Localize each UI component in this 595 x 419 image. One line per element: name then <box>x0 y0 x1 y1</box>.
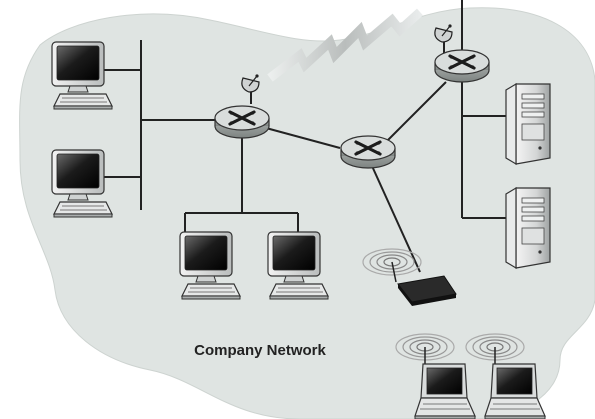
network-links <box>103 0 506 273</box>
laptop-icon <box>414 363 476 419</box>
network-title: Company Network <box>194 342 326 359</box>
laptop-icon <box>484 363 546 419</box>
router-icon <box>339 134 397 170</box>
desktop-computer-icon <box>51 41 113 110</box>
server-tower-icon <box>505 83 551 165</box>
router-icon <box>213 104 271 140</box>
router-icon <box>433 48 491 84</box>
server-tower-icon <box>505 187 551 269</box>
wireless-access-point-icon <box>391 261 457 306</box>
desktop-computer-icon <box>179 231 241 300</box>
wireless-link-icon <box>267 8 424 82</box>
desktop-computer-icon <box>267 231 329 300</box>
network-cloud <box>19 7 595 419</box>
desktop-computer-icon <box>51 149 113 218</box>
